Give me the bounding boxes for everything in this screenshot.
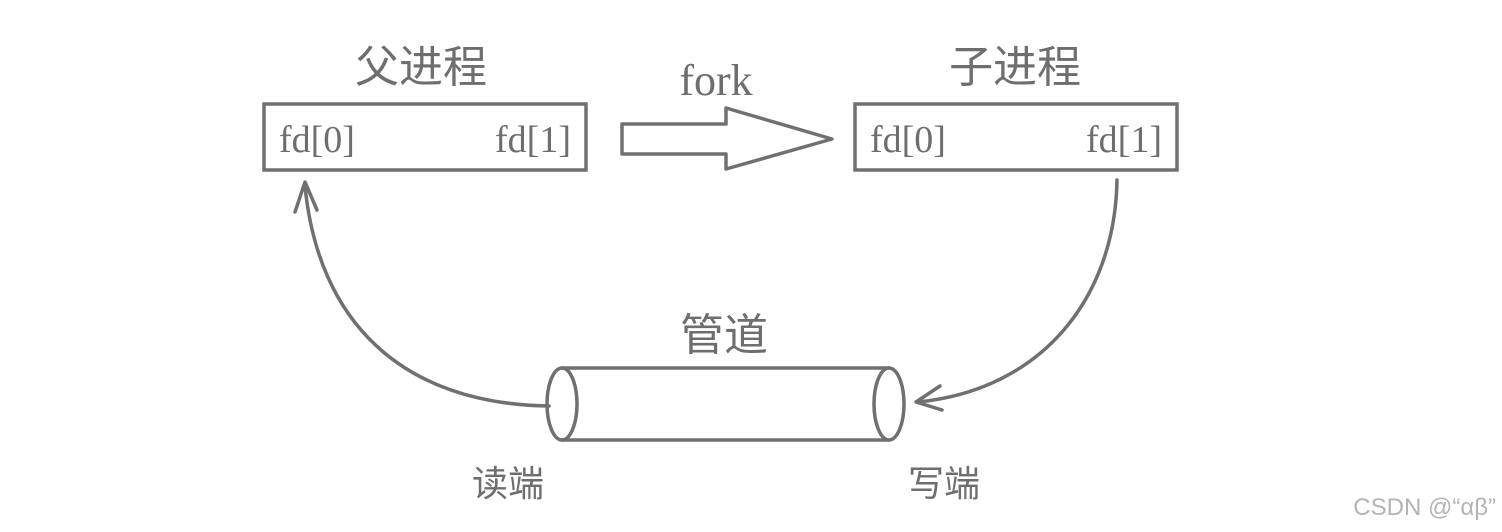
write-flow-arrowhead xyxy=(914,384,944,412)
fork-label: fork xyxy=(679,56,752,105)
child-fd0-label: fd[0] xyxy=(870,119,946,161)
write-end-label: 写端 xyxy=(908,464,980,505)
parent-process-title: 父进程 xyxy=(355,42,487,93)
read-end-label: 读端 xyxy=(472,464,544,505)
parent-fd1-label: fd[1] xyxy=(495,119,571,161)
parent-fd0-label: fd[0] xyxy=(279,119,355,161)
pipe: 管道 读端 写端 xyxy=(472,310,980,505)
write-flow-arrow xyxy=(914,178,1119,412)
fork-arrow: fork xyxy=(620,56,834,171)
parent-process-box xyxy=(262,102,588,172)
child-process-box xyxy=(853,102,1179,172)
child-process: 子进程 fd[0] fd[1] xyxy=(853,42,1179,172)
read-flow-arrowhead xyxy=(293,180,319,214)
fork-block-arrow xyxy=(620,106,834,171)
read-flow-curve xyxy=(303,184,551,408)
csdn-watermark: CSDN @“αβ” xyxy=(1353,494,1496,521)
pipe-left-end xyxy=(545,366,579,442)
parent-process: 父进程 fd[0] fd[1] xyxy=(262,42,588,172)
pipe-right-end xyxy=(872,366,906,442)
pipe-cylinder xyxy=(545,366,906,442)
child-fd1-label: fd[1] xyxy=(1086,119,1162,161)
pipe-title: 管道 xyxy=(680,310,768,361)
child-process-title: 子进程 xyxy=(949,42,1081,93)
read-flow-arrow xyxy=(293,180,551,408)
write-flow-curve xyxy=(916,178,1119,404)
